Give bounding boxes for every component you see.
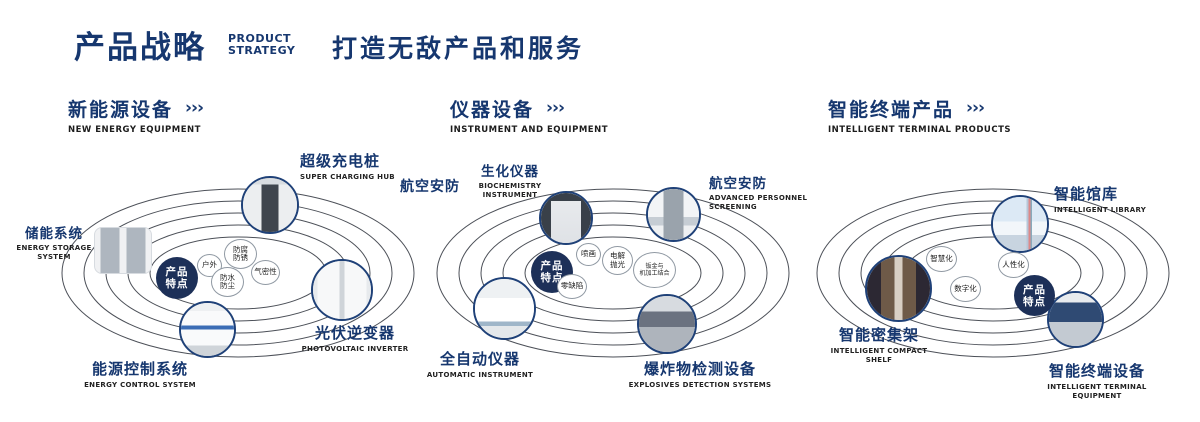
label-automatic-instrument: 全自动仪器 AUTOMATIC INSTRUMENT: [426, 350, 534, 379]
section-subtitle: INSTRUMENT AND EQUIPMENT: [450, 125, 608, 135]
product-features-badge: 产品 特点: [1014, 275, 1055, 316]
screening-image: [648, 189, 699, 240]
page-title: 产品战略: [74, 30, 206, 66]
terminal-image: [1049, 293, 1102, 346]
photo-intelligent-terminal-equipment: [1047, 291, 1104, 348]
feature-bubble-digital: 数字化: [950, 276, 981, 302]
label-energy-control-system: 能源控制系统 ENERGY CONTROL SYSTEM: [84, 360, 196, 389]
section-title: 新能源设备: [68, 99, 174, 121]
section-header: 仪器设备 ››› INSTRUMENT AND EQUIPMENT: [450, 95, 608, 136]
photo-biochemistry-instrument: [539, 191, 593, 245]
feature-bubble-anticorrosion: 防腐 防锈: [224, 239, 257, 269]
section-subtitle: INTELLIGENT TERMINAL PRODUCTS: [828, 125, 1011, 135]
chevrons-icon: ›››: [185, 97, 204, 118]
label-explosives-detection: 爆炸物检测设备 EXPLOSIVES DETECTION SYSTEMS: [628, 360, 772, 389]
feature-bubble-airtightness: 气密性: [251, 260, 280, 285]
feature-bubble-waterproof: 防水 防尘: [211, 267, 244, 297]
shelf-image: [867, 257, 930, 320]
section-header: 新能源设备 ››› NEW ENERGY EQUIPMENT: [68, 95, 204, 136]
label-super-charging-hub: 超级充电桩 SUPER CHARGING HUB: [300, 152, 395, 181]
feature-bubble-zero-defect: 零缺陷: [557, 274, 587, 299]
label-energy-storage-system: 储能系统 ENERGY STORAGE SYSTEM: [16, 226, 92, 261]
library-image: [993, 197, 1047, 251]
explosives-image: [639, 296, 695, 352]
label-aviation-security: 航空安防: [400, 179, 460, 195]
photo-explosives-detection: [637, 294, 697, 354]
photo-photovoltaic-inverter: [311, 259, 373, 321]
feature-bubble-electropolish: 电解 抛光: [602, 246, 633, 275]
orbit-rings: [436, 188, 790, 358]
chevrons-icon: ›››: [546, 97, 565, 118]
label-intelligent-terminal-equipment: 智能终端设备 INTELLIGENT TERMINAL EQUIPMENT: [1047, 362, 1147, 400]
page-title-en-line2: STRATEGY: [228, 44, 296, 57]
page-title-en-line1: PRODUCT: [228, 32, 292, 45]
automatic-image: [475, 279, 534, 338]
product-features-badge: 产品 特点: [156, 257, 198, 299]
gate-image: [541, 193, 591, 243]
section-header: 智能终端产品 ››› INTELLIGENT TERMINAL PRODUCTS: [828, 95, 1011, 136]
label-personnel-screening: 航空安防 ADVANCED PERSONNEL SCREENING: [709, 176, 808, 211]
photo-automatic-instrument: [473, 277, 536, 340]
control-image: [181, 303, 234, 356]
label-biochemistry-instrument: 生化仪器 BIOCHEMISTRY INSTRUMENT: [478, 164, 542, 199]
label-photovoltaic-inverter: 光伏逆变器 PHOTOVOLTAIC INVERTER: [301, 324, 409, 353]
feature-bubble-humanized: 人性化: [998, 252, 1029, 278]
charger-image: [243, 178, 297, 232]
inverter-image: [313, 261, 371, 319]
photo-energy-storage-system: [94, 227, 152, 274]
photo-intelligent-compact-shelf: [865, 255, 932, 322]
label-intelligent-library: 智能馆库 INTELLIGENT LIBRARY: [1054, 185, 1147, 214]
photo-energy-control-system: [179, 301, 236, 358]
page-title-en: PRODUCT STRATEGY: [228, 33, 295, 57]
photo-intelligent-library: [991, 195, 1049, 253]
label-intelligent-compact-shelf: 智能密集架 INTELLIGENT COMPACT SHELF: [830, 326, 928, 364]
section-title: 智能终端产品: [828, 99, 955, 121]
section-title: 仪器设备: [450, 99, 535, 121]
feature-bubble-spray: 喷画: [576, 243, 601, 266]
feature-bubble-sheet-metal: 钣金与 机加工结合: [633, 252, 676, 288]
photo-personnel-screening: [646, 187, 701, 242]
feature-bubble-smart: 智慧化: [926, 246, 957, 272]
page-subtitle: 打造无敌产品和服务: [332, 34, 585, 63]
section-subtitle: NEW ENERGY EQUIPMENT: [68, 125, 201, 135]
photo-super-charging-hub: [241, 176, 299, 234]
chevrons-icon: ›››: [966, 97, 985, 118]
